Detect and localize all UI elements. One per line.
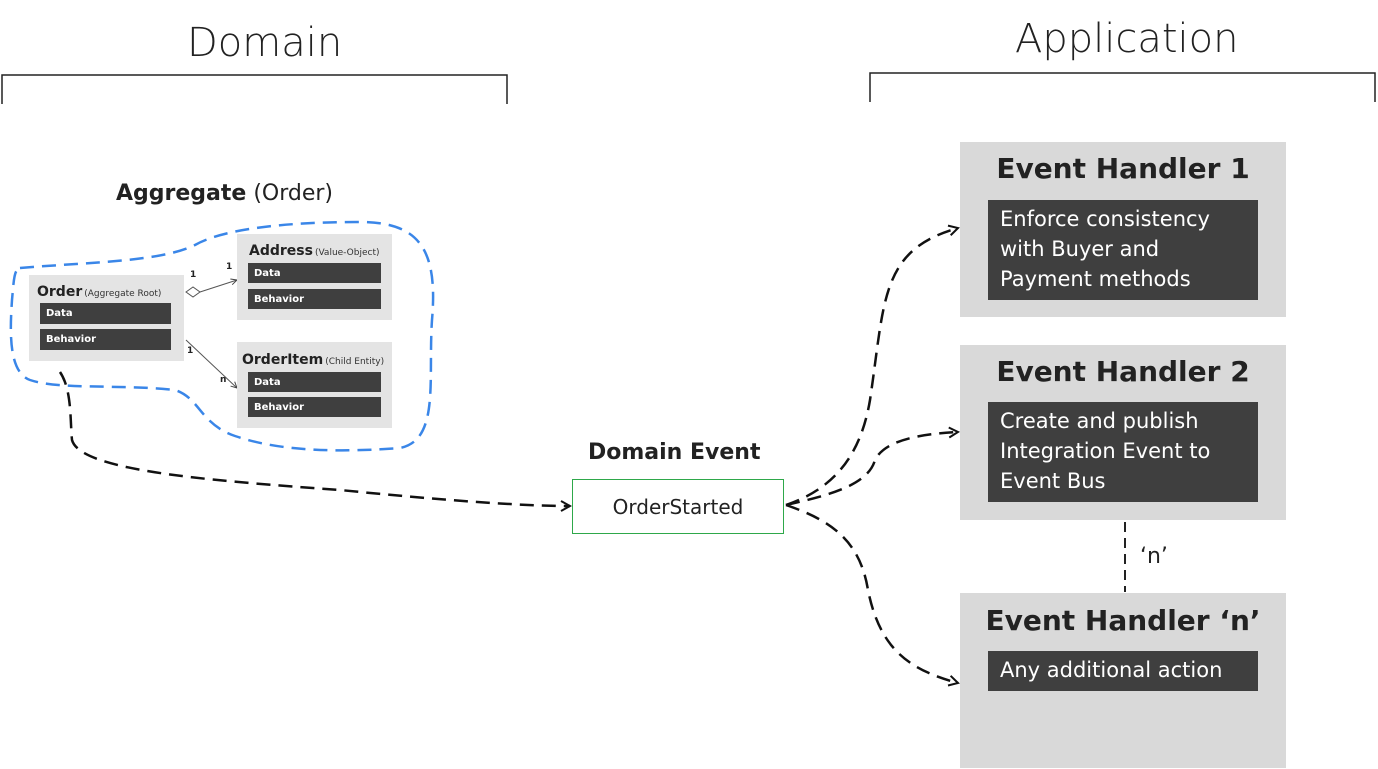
domain-event-box: OrderStarted: [572, 479, 784, 534]
aggregation-diamond: [185, 286, 201, 298]
application-bracket: [869, 72, 1376, 102]
order-data-bar: Data: [40, 303, 171, 324]
order-item-link: [185, 339, 237, 388]
domain-event-label: Domain Event: [588, 440, 761, 465]
event-to-handler-2-arrow: [785, 432, 958, 507]
order-item-entity: OrderItem(Child Entity) Data Behavior: [237, 342, 392, 428]
event-handler-n: Event Handler ‘n’ Any additional action: [960, 593, 1286, 768]
event-handler-1: Event Handler 1 Enforce consistency with…: [960, 142, 1286, 317]
address-entity: Address(Value-Object) Data Behavior: [237, 234, 392, 320]
address-data-bar: Data: [248, 263, 381, 283]
aggregate-label-rest: (Order): [246, 181, 334, 206]
order-item-entity-name: OrderItem: [242, 352, 324, 368]
order-entity-title: Order(Aggregate Root): [37, 281, 161, 300]
multiplicity-order-address-dst: 1: [226, 262, 233, 272]
order-item-entity-title: OrderItem(Child Entity): [242, 349, 384, 368]
order-address-link: [199, 280, 237, 293]
aggregate-label: Aggregate (Order): [116, 181, 333, 206]
multiplicity-order-item-dst: n: [220, 375, 227, 385]
aggregate-label-bold: Aggregate: [116, 181, 247, 206]
order-entity-name: Order: [37, 284, 83, 300]
event-handler-n-body: Any additional action: [988, 651, 1258, 691]
event-to-handler-n-arrow: [785, 503, 958, 683]
multiplicity-order-address-src: 1: [190, 270, 197, 280]
domain-title: Domain: [187, 20, 343, 66]
event-handler-1-body: Enforce consistency with Buyer and Payme…: [988, 200, 1258, 300]
order-to-event-arrow: [58, 371, 570, 506]
order-item-data-bar: Data: [248, 372, 381, 392]
event-handler-n-title: Event Handler ‘n’: [985, 604, 1261, 637]
handler-n-count-label: ‘n’: [1140, 544, 1168, 569]
multiplicity-order-item-src: 1: [187, 346, 194, 356]
order-entity-kind: (Aggregate Root): [84, 289, 162, 299]
event-handler-1-title: Event Handler 1: [996, 152, 1250, 185]
order-behavior-bar: Behavior: [40, 329, 171, 350]
address-entity-title: Address(Value-Object): [249, 240, 380, 259]
address-entity-name: Address: [249, 243, 313, 259]
order-item-behavior-bar: Behavior: [248, 397, 381, 417]
event-handler-2: Event Handler 2 Create and publish Integ…: [960, 345, 1286, 520]
order-item-entity-kind: (Child Entity): [325, 357, 385, 367]
event-to-handler-1-arrow: [785, 228, 958, 507]
event-handler-2-body: Create and publish Integration Event to …: [988, 402, 1258, 502]
address-behavior-bar: Behavior: [248, 289, 381, 309]
address-entity-kind: (Value-Object): [314, 248, 380, 258]
event-handler-2-title: Event Handler 2: [996, 355, 1250, 388]
aggregate-boundary: [9, 220, 435, 452]
application-title: Application: [1015, 16, 1239, 62]
domain-bracket: [1, 74, 508, 104]
order-entity: Order(Aggregate Root) Data Behavior: [29, 275, 184, 361]
